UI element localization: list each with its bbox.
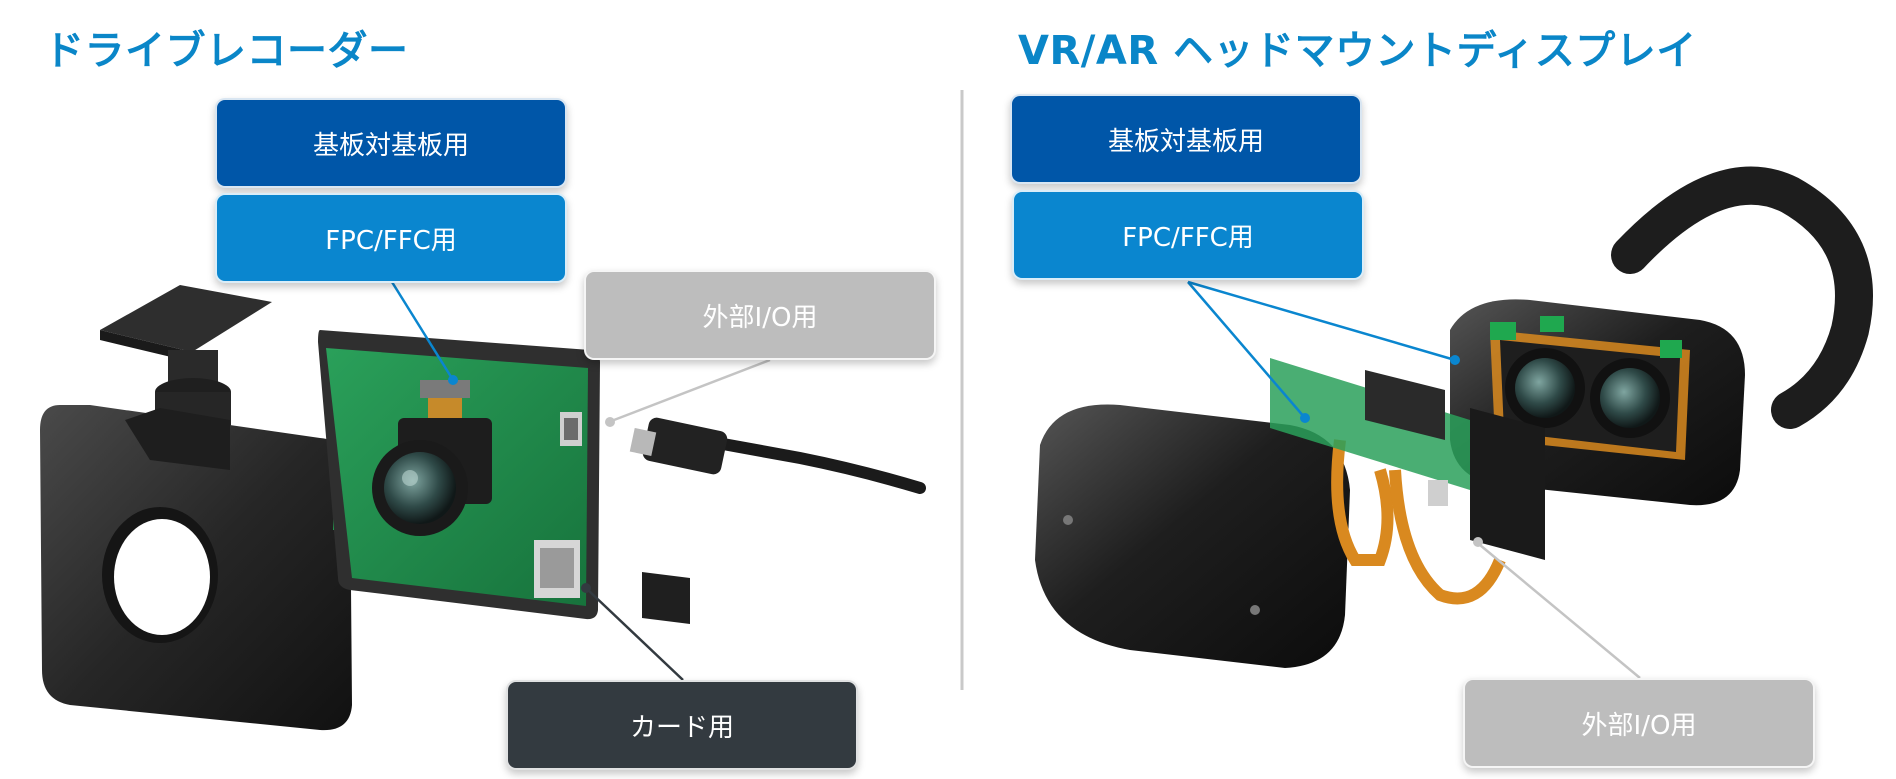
mount-pad bbox=[100, 285, 272, 352]
flex-cable-2 bbox=[1389, 469, 1506, 605]
label-fpc-ffc-right: FPC/FFC用 bbox=[1012, 190, 1364, 280]
fpc-connector bbox=[420, 380, 470, 398]
leader-fpc-right-a bbox=[1187, 281, 1306, 419]
leader-io-left bbox=[613, 358, 771, 422]
microsd-card bbox=[642, 572, 690, 624]
label-external-io-left: 外部I/O用 bbox=[584, 270, 936, 360]
camera-lens bbox=[384, 452, 456, 524]
leader-io-right bbox=[1479, 544, 1641, 679]
label-external-io-right: 外部I/O用 bbox=[1463, 678, 1815, 768]
usb-plug bbox=[642, 417, 728, 475]
head-strap bbox=[1611, 166, 1873, 429]
leader-card bbox=[587, 589, 684, 681]
display-panel bbox=[1470, 408, 1545, 560]
dashcam-illustration bbox=[40, 281, 926, 731]
display-board bbox=[1270, 358, 1470, 490]
left-eye-lens bbox=[1515, 358, 1575, 418]
usb-cable bbox=[684, 432, 926, 494]
flex-cable-1 bbox=[1331, 439, 1394, 566]
leader-fpc-left bbox=[390, 281, 455, 381]
label-card: カード用 bbox=[506, 680, 858, 770]
right-eye-lens bbox=[1600, 368, 1660, 428]
vr-io-port bbox=[1428, 480, 1448, 506]
front-shell bbox=[1035, 404, 1350, 668]
vr-headset-illustration bbox=[1035, 166, 1873, 679]
leader-fpc-right-b bbox=[1187, 280, 1456, 362]
label-board-to-board-left: 基板対基板用 bbox=[215, 98, 567, 188]
right-section-title: VR/AR ヘッドマウントディスプレイ bbox=[1018, 28, 1697, 74]
label-board-to-board-right: 基板対基板用 bbox=[1010, 94, 1362, 184]
left-section-title: ドライブレコーダー bbox=[44, 28, 409, 74]
label-fpc-ffc-left: FPC/FFC用 bbox=[215, 193, 567, 283]
